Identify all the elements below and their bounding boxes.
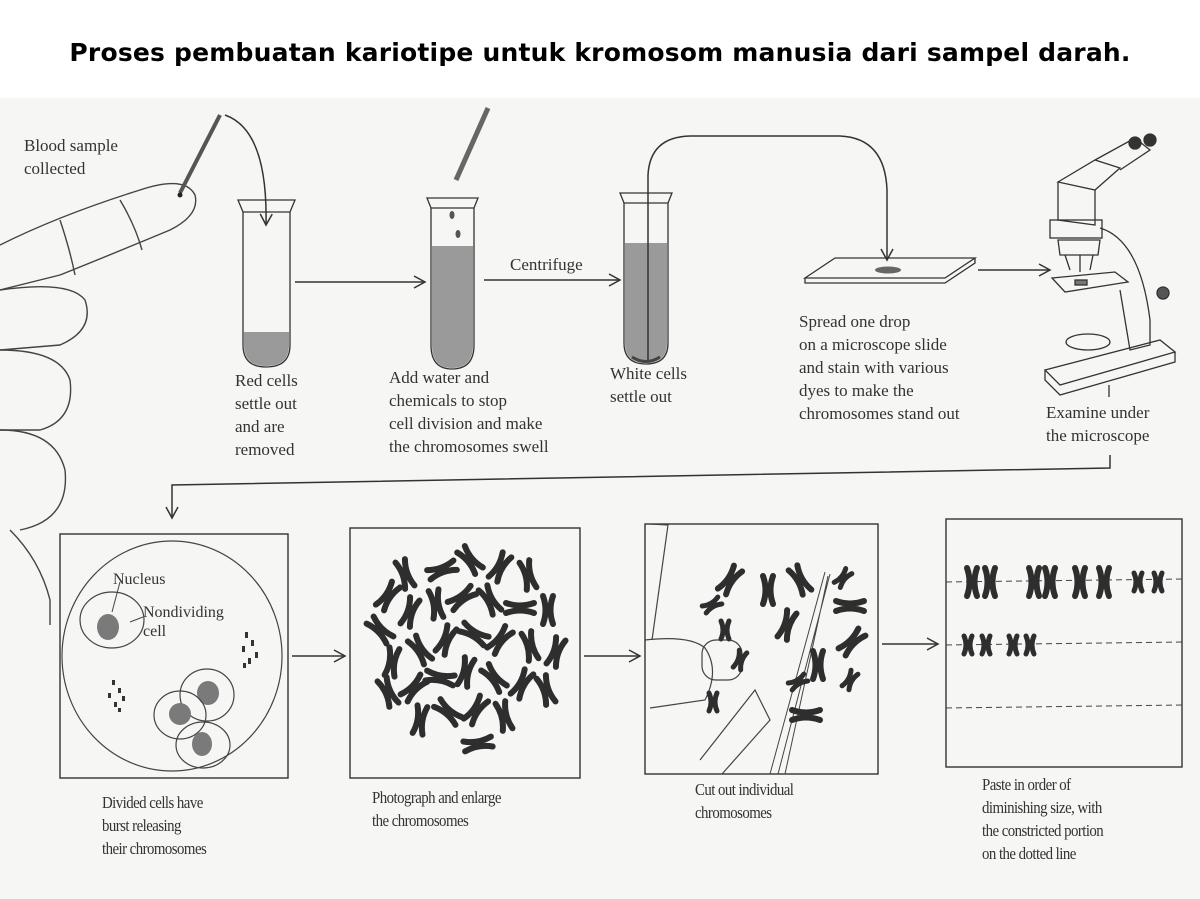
page-title: Proses pembuatan kariotipe untuk kromoso… — [69, 38, 1131, 67]
panel-divided-cells — [59, 533, 289, 779]
dropper-icon — [453, 106, 491, 182]
arrow-to-tube-1 — [224, 114, 273, 227]
panel-photograph — [349, 527, 581, 779]
diagram-canvas — [0, 106, 1183, 779]
test-tube-red-cells — [237, 199, 296, 368]
label-red-cells: Red cells settle out and are removed — [235, 371, 298, 459]
pipette-icon — [178, 114, 222, 194]
label-cut-out: Cut out individual chromosomes — [695, 780, 794, 822]
label-centrifuge: Centrifuge — [510, 255, 583, 274]
label-white-cells: White cells settle out — [610, 364, 687, 406]
transfer-line — [647, 135, 894, 360]
hand-illustration — [0, 182, 197, 625]
label-paste: Paste in order of diminishing size, with… — [982, 775, 1104, 863]
panel-cut-out — [644, 523, 879, 775]
karyotype-diagram: Blood sample collected Red cells settle … — [0, 98, 1200, 899]
test-tube-chemicals — [426, 197, 479, 370]
microscope-slide — [802, 257, 978, 284]
annotation-nondividing-cell: Nondividing cell — [143, 604, 224, 640]
label-blood-sample: Blood sample collected — [24, 136, 118, 178]
annotation-nucleus: Nucleus — [113, 571, 166, 588]
arrow-to-row-2 — [165, 455, 1111, 520]
microscope-icon — [1043, 133, 1177, 396]
label-spread-drop: Spread one drop on a microscope slide an… — [799, 312, 960, 423]
label-examine: Examine under the microscope — [1046, 403, 1150, 445]
label-divided-cells: Divided cells have burst releasing their… — [102, 793, 207, 858]
label-add-water: Add water and chemicals to stop cell div… — [389, 368, 549, 456]
test-tube-white-cells — [619, 192, 673, 365]
panel-paste — [945, 518, 1183, 768]
label-photograph: Photograph and enlarge the chromosomes — [372, 788, 501, 830]
